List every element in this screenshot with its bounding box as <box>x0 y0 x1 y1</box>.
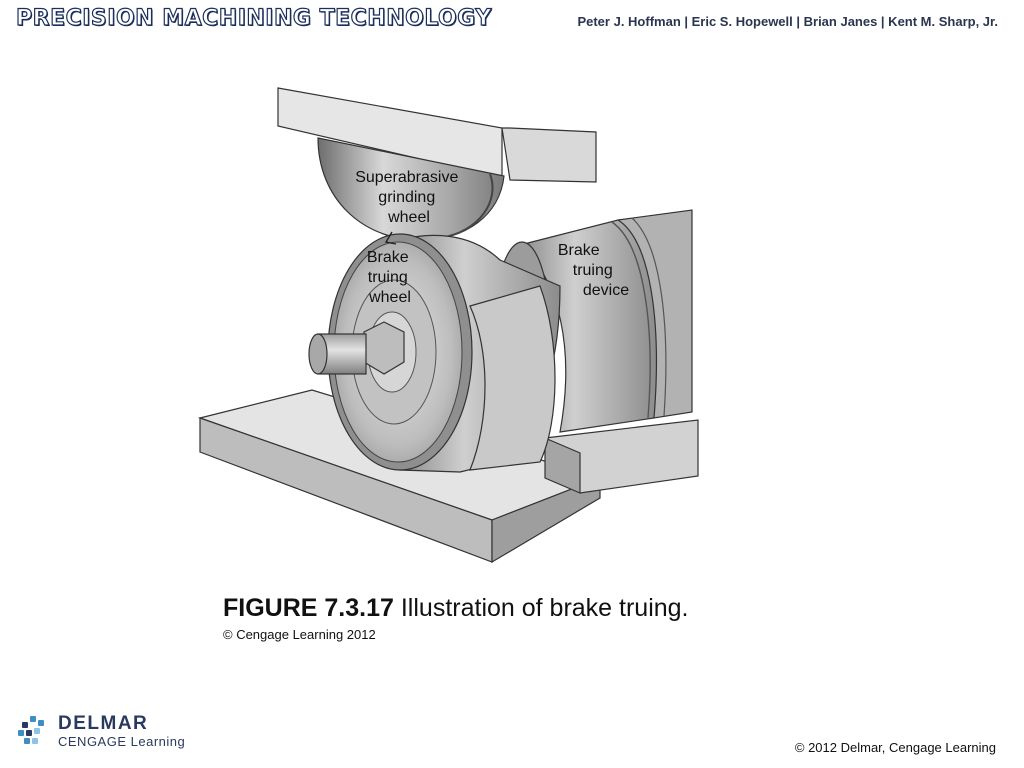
book-title: PRECISION MACHINING TECHNOLOGY <box>15 5 492 31</box>
wheel-guard <box>277 87 597 183</box>
grinding-wheel-label-line: Superabrasive <box>355 169 458 186</box>
spindle-shaft <box>308 321 405 375</box>
grinding-wheel-label-line: grinding <box>378 189 435 206</box>
truing-wheel-label-line: wheel <box>368 289 411 306</box>
cengage-dots-icon <box>18 716 44 744</box>
truing-wheel-label-line: Brake <box>367 249 409 266</box>
grinding-wheel-label: Superabrasive grinding wheel <box>355 169 463 226</box>
grinding-wheel-label-line: wheel <box>387 209 430 226</box>
figure-caption-text: Illustration of brake truing. <box>400 594 689 622</box>
figure-number: FIGURE 7.3.17 <box>223 594 394 622</box>
figure-credit: © Cengage Learning 2012 <box>223 627 376 642</box>
truing-wheel-label: Brake truing wheel <box>367 249 413 306</box>
copyright-notice: © 2012 Delmar, Cengage Learning <box>794 740 996 755</box>
delmar-cengage-logo: DELMAR CENGAGE Learning <box>16 714 185 748</box>
truing-device-label-line: truing <box>573 262 613 279</box>
logo-subtitle: CENGAGE Learning <box>58 734 186 749</box>
truing-wheel-label-line: truing <box>368 269 408 286</box>
logo-brand: DELMAR <box>58 713 149 734</box>
truing-device-label: Brake truing device <box>558 242 629 299</box>
figure-caption: FIGURE 7.3.17 Illustration of brake trui… <box>223 594 689 623</box>
pedestal-block <box>543 419 699 494</box>
book-authors: Peter J. Hoffman | Eric S. Hopewell | Br… <box>577 14 998 29</box>
truing-device-label-line: Brake <box>558 242 600 259</box>
brake-truing-illustration: Superabrasive grinding wheel Brake truin… <box>197 87 699 564</box>
truing-device-label-line: device <box>583 282 629 299</box>
